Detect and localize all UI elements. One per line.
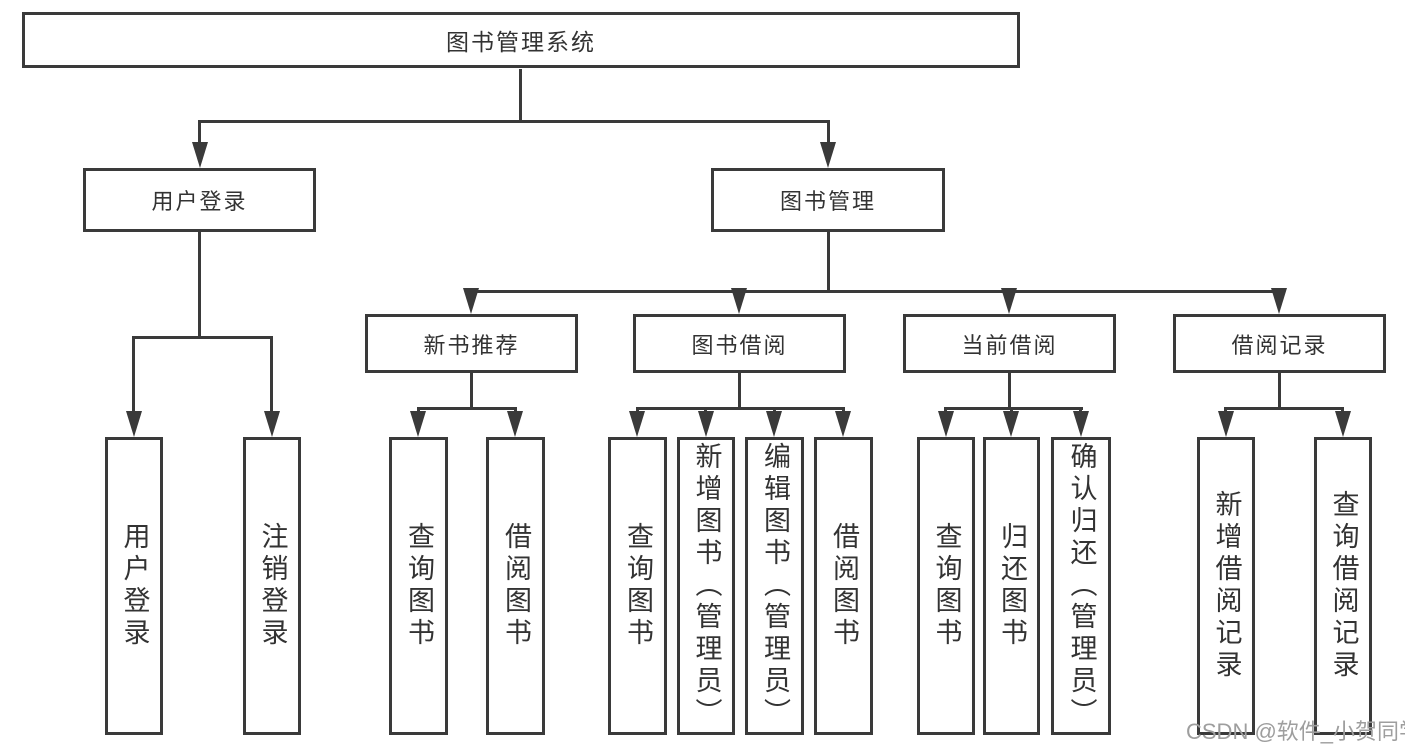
connector-line <box>1278 373 1281 410</box>
connector-line <box>827 120 830 148</box>
connector-line <box>470 373 473 410</box>
leaf-query-books-current: 查询图书 <box>917 437 975 735</box>
arrowhead-down-icon <box>938 411 954 437</box>
connector-line <box>827 232 830 293</box>
leaf-label: 注销登录 <box>257 522 288 650</box>
leaf-add-borrow-record: 新增借阅记录 <box>1197 437 1255 735</box>
leaf-label: 查询图书 <box>623 522 653 650</box>
connector-line <box>417 407 517 410</box>
leaf-query-borrow-record: 查询借阅记录 <box>1314 437 1372 735</box>
leaf-user-login: 用户登录 <box>105 437 163 735</box>
arrowhead-down-icon <box>1001 288 1017 314</box>
leaf-confirm-return-admin: 确认归还（管理员） <box>1051 437 1111 735</box>
arrowhead-down-icon <box>264 411 280 437</box>
node-library-management-system: 图书管理系统 <box>22 12 1020 68</box>
leaf-edit-books-admin: 编辑图书（管理员） <box>745 437 804 735</box>
node-label: 用户登录 <box>151 189 248 214</box>
node-label: 新书推荐 <box>423 332 520 358</box>
node-label: 当前借阅 <box>961 332 1058 358</box>
arrowhead-down-icon <box>1271 288 1287 314</box>
node-borrowing-records: 借阅记录 <box>1173 314 1386 373</box>
node-book-borrowing: 图书借阅 <box>633 314 846 373</box>
leaf-label: 查询图书 <box>931 522 962 650</box>
node-user-login: 用户登录 <box>83 168 316 232</box>
node-current-borrowing: 当前借阅 <box>903 314 1116 373</box>
node-new-book-recommendation: 新书推荐 <box>365 314 578 373</box>
leaf-label: 查询图书 <box>404 522 434 650</box>
connector-line <box>198 120 830 123</box>
connector-line <box>132 336 135 416</box>
node-label: 图书借阅 <box>691 332 788 358</box>
arrowhead-down-icon <box>820 142 836 168</box>
connector-line <box>944 407 1083 410</box>
leaf-label: 确认归还（管理员） <box>1066 442 1097 730</box>
node-label: 图书管理 <box>779 189 876 214</box>
leaf-label: 归还图书 <box>997 522 1027 650</box>
arrowhead-down-icon <box>629 411 645 437</box>
connector-line <box>132 336 273 339</box>
connector-line <box>519 69 522 121</box>
arrowhead-down-icon <box>126 411 142 437</box>
arrowhead-down-icon <box>1003 411 1019 437</box>
arrowhead-down-icon <box>1218 411 1234 437</box>
leaf-label: 借阅图书 <box>829 522 859 650</box>
node-label: 借阅记录 <box>1231 332 1328 358</box>
leaf-label: 查询借阅记录 <box>1328 490 1359 682</box>
arrowhead-down-icon <box>410 411 426 437</box>
leaf-label: 新增图书（管理员） <box>691 442 722 730</box>
leaf-return-books: 归还图书 <box>983 437 1040 735</box>
leaf-label: 借阅图书 <box>501 522 531 650</box>
node-book-management: 图书管理 <box>711 168 945 232</box>
connector-line <box>1008 373 1011 410</box>
connector-line <box>470 290 1281 293</box>
leaf-label: 新增借阅记录 <box>1211 490 1242 682</box>
leaf-logout: 注销登录 <box>243 437 301 735</box>
arrowhead-down-icon <box>507 411 523 437</box>
connector-line <box>738 373 741 410</box>
arrowhead-down-icon <box>192 142 208 168</box>
arrowhead-down-icon <box>463 288 479 314</box>
arrowhead-down-icon <box>835 411 851 437</box>
leaf-query-books-recommend: 查询图书 <box>389 437 448 735</box>
leaf-borrow-books: 借阅图书 <box>814 437 873 735</box>
connector-line <box>198 120 201 148</box>
csdn-watermark: CSDN @软件_小贺同学 <box>1186 719 1405 744</box>
leaf-label: 用户登录 <box>119 522 150 650</box>
leaf-add-books-admin: 新增图书（管理员） <box>677 437 735 735</box>
arrowhead-down-icon <box>731 288 747 314</box>
connector-line <box>270 336 273 416</box>
arrowhead-down-icon <box>698 411 714 437</box>
arrowhead-down-icon <box>1335 411 1351 437</box>
leaf-query-books-borrowing: 查询图书 <box>608 437 667 735</box>
connector-line <box>1224 407 1344 410</box>
leaf-label: 编辑图书（管理员） <box>760 442 790 730</box>
node-label: 图书管理系统 <box>446 29 596 55</box>
leaf-borrow-books-recommend: 借阅图书 <box>486 437 545 735</box>
connector-line <box>198 232 201 339</box>
arrowhead-down-icon <box>766 411 782 437</box>
arrowhead-down-icon <box>1073 411 1089 437</box>
connector-line <box>636 407 845 410</box>
